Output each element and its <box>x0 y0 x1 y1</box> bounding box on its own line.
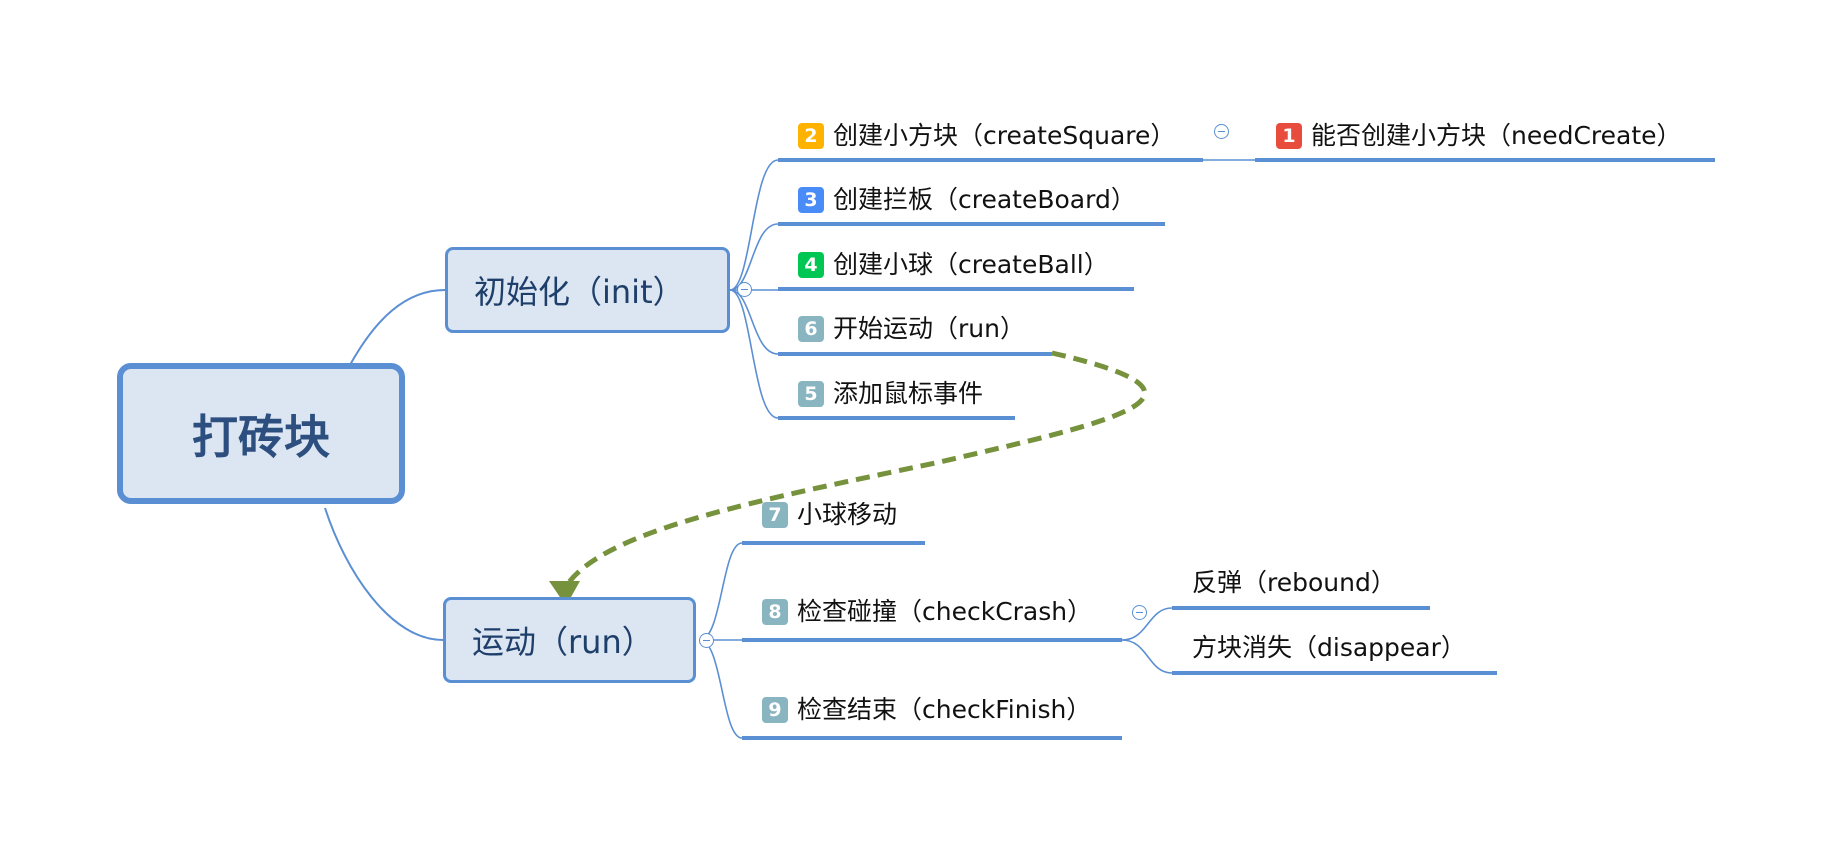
collapse-init-toggle[interactable] <box>737 282 752 297</box>
connector-checkcrash-rebound <box>1121 607 1173 641</box>
subtopic-label: 创建小球（createBall） <box>833 250 1109 279</box>
topic-init[interactable]: 初始化（init） <box>445 247 730 333</box>
subtopic-checkfinish[interactable]: 9 检查结束（checkFinish） <box>762 693 1091 727</box>
priority-badge: 2 <box>798 123 824 149</box>
connector-init-createboard <box>729 223 779 291</box>
task-badge: 7 <box>762 502 788 528</box>
connector-checkcrash-disappear <box>1121 639 1173 674</box>
task-badge: 5 <box>798 381 824 407</box>
task-badge: 9 <box>762 697 788 723</box>
connector-root-run <box>324 507 444 641</box>
topic-run[interactable]: 运动（run） <box>443 597 696 683</box>
subtopic-label: 方块消失（disappear） <box>1192 633 1466 662</box>
subtopic-checkcrash[interactable]: 8 检查碰撞（checkCrash） <box>762 595 1092 629</box>
connector-init-mouseevent <box>729 289 779 419</box>
subtopic-label: 创建拦板（createBoard） <box>833 185 1136 214</box>
connector-run-ballmove <box>699 542 743 641</box>
topic-run-label: 运动（run） <box>472 623 654 661</box>
subtopic-disappear[interactable]: 方块消失（disappear） <box>1192 631 1466 665</box>
subtopic-label: 小球移动 <box>797 500 898 529</box>
subtopic-label: 创建小方块（createSquare） <box>833 121 1176 150</box>
task-badge: 8 <box>762 599 788 625</box>
subtopic-ballmove[interactable]: 7 小球移动 <box>762 498 897 532</box>
relation-arrowhead <box>549 581 580 606</box>
priority-badge: 4 <box>798 252 824 278</box>
subtopic-startrun[interactable]: 6 开始运动（run） <box>798 312 1025 346</box>
subtopic-createboard[interactable]: 3 创建拦板（createBoard） <box>798 183 1136 217</box>
subtopic-label: 能否创建小方块（needCreate） <box>1311 121 1682 150</box>
priority-badge: 1 <box>1276 123 1302 149</box>
subtopic-createsquare[interactable]: 2 创建小方块（createSquare） <box>798 119 1175 153</box>
subtopic-label: 开始运动（run） <box>833 314 1025 343</box>
subtopic-label: 检查碰撞（checkCrash） <box>797 597 1093 626</box>
root-topic[interactable]: 打砖块 <box>117 363 405 504</box>
topic-init-label: 初始化（init） <box>474 273 685 311</box>
subtopic-label: 添加鼠标事件 <box>833 379 984 408</box>
collapse-checkcrash-toggle[interactable] <box>1132 605 1147 620</box>
connector-init-createsquare <box>729 159 779 291</box>
task-badge: 6 <box>798 316 824 342</box>
connector-init-startrun <box>729 289 779 355</box>
root-topic-label: 打砖块 <box>192 409 330 464</box>
connector-run-checkfinish <box>699 639 743 739</box>
subtopic-rebound[interactable]: 反弹（rebound） <box>1192 566 1396 600</box>
subtopic-mouseevent[interactable]: 5 添加鼠标事件 <box>798 377 983 411</box>
subtopic-label: 检查结束（checkFinish） <box>797 695 1092 724</box>
subtopic-createball[interactable]: 4 创建小球（createBall） <box>798 248 1109 282</box>
connector-root-init <box>349 289 446 366</box>
subtopic-label: 反弹（rebound） <box>1192 568 1396 597</box>
priority-badge: 3 <box>798 187 824 213</box>
collapse-run-toggle[interactable] <box>699 633 714 648</box>
collapse-createsquare-toggle[interactable] <box>1214 124 1229 139</box>
relation-arrow <box>562 350 1148 590</box>
subtopic-needcreate[interactable]: 1 能否创建小方块（needCreate） <box>1276 119 1682 153</box>
